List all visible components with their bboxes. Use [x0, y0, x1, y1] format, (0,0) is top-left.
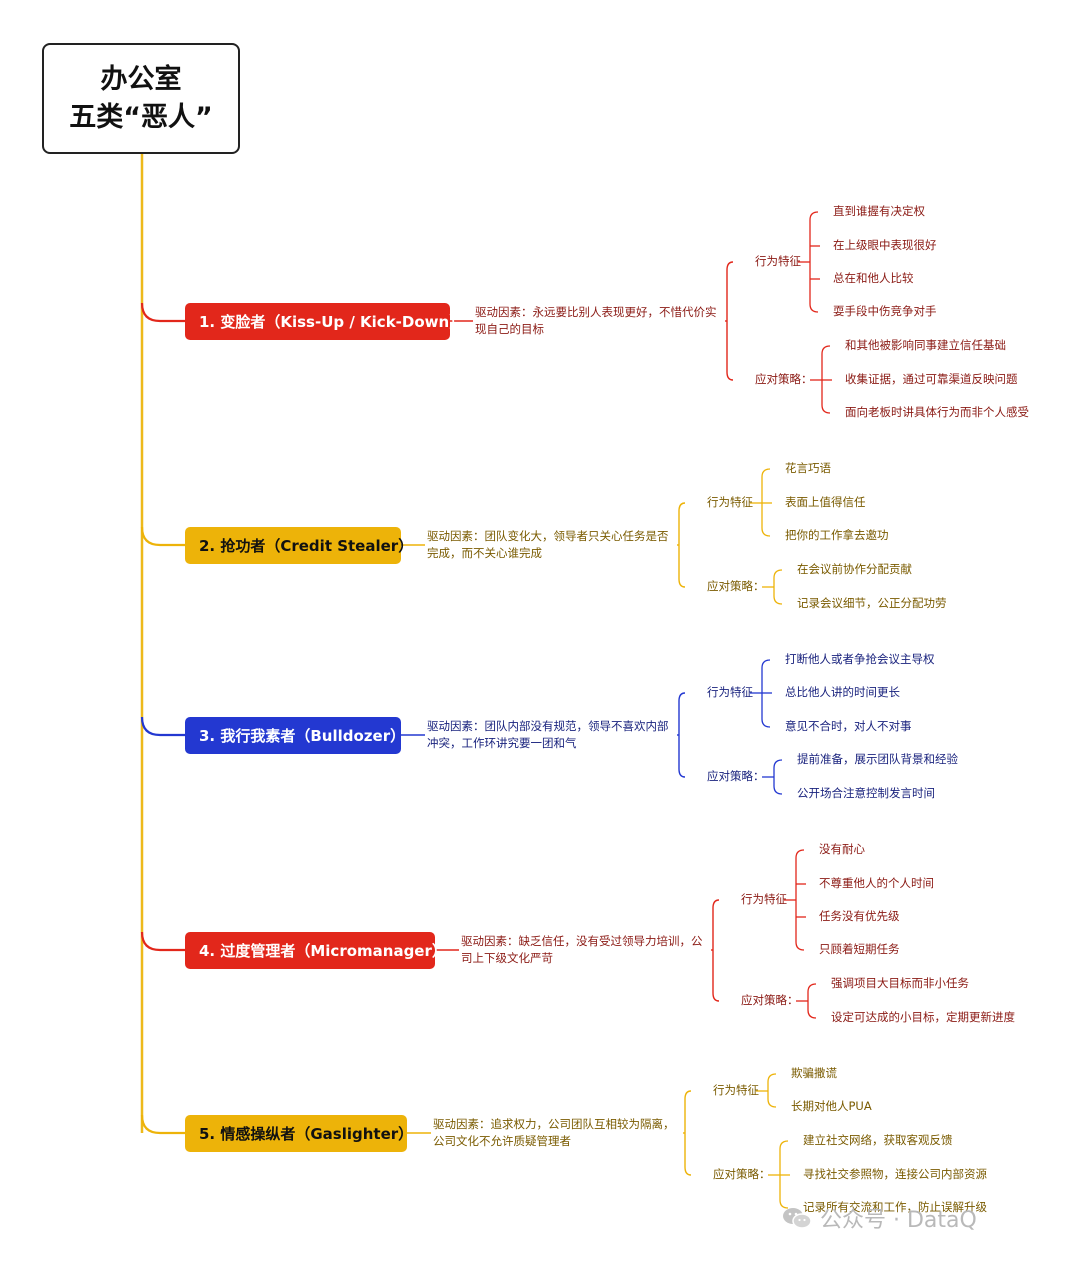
branch-bracket [678, 502, 686, 588]
behavior-item: 耍手段中伤竞争对手 [833, 304, 937, 318]
category-node: 2. 抢功者（Credit Stealer） [185, 527, 413, 564]
strategy-item: 公开场合注意控制发言时间 [797, 786, 935, 800]
strategy-label: 应对策略： [707, 769, 765, 783]
group-connector [140, 526, 186, 547]
strategy-item: 收集证据，通过可靠渠道反映问题 [845, 372, 1018, 386]
group-connector [140, 1114, 186, 1135]
strategy-label: 应对策略： [741, 993, 799, 1007]
behavior-bracket [795, 849, 805, 951]
driver-text: 驱动因素：追求权力，公司团队互相较为隔离，公司文化不允许质疑管理者 [433, 1117, 675, 1148]
behavior-label: 行为特征 [713, 1083, 759, 1097]
watermark-text: 公众号 · DataQ [820, 1208, 977, 1233]
root-title-line1: 办公室 [100, 63, 182, 95]
root-title-line2: 五类“恶人” [69, 101, 213, 133]
behavior-item: 直到谁握有决定权 [833, 204, 925, 218]
behavior-bracket [809, 211, 819, 313]
strategy-bracket [773, 569, 783, 605]
strategy-item: 建立社交网络，获取客观反馈 [803, 1133, 953, 1147]
behavior-item: 在上级眼中表现很好 [833, 238, 937, 252]
behavior-item: 不尊重他人的个人时间 [819, 876, 934, 890]
behavior-bracket [767, 1073, 777, 1108]
behavior-item: 打断他人或者争抢会议主导权 [785, 652, 935, 666]
strategy-item: 记录所有交流和工作，防止误解升级 [803, 1200, 987, 1214]
strategy-bracket [773, 759, 783, 795]
watermark: 公众号 · DataQ [782, 1202, 977, 1234]
behavior-item: 只顾着短期任务 [819, 942, 900, 956]
strategy-label: 应对策略： [755, 372, 813, 386]
category-node: 1. 变脸者（Kiss-Up / Kick-Down） [185, 303, 464, 340]
driver-text: 驱动因素：团队变化大，领导者只关心任务是否完成，而不关心谁完成 [427, 529, 669, 560]
behavior-item: 欺骗撒谎 [791, 1066, 837, 1080]
behavior-label: 行为特征 [755, 254, 801, 268]
strategy-label: 应对策略： [713, 1167, 771, 1181]
driver-text: 驱动因素：团队内部没有规范，领导不喜欢内部冲突，工作环讲究要一团和气 [427, 719, 669, 750]
behavior-label: 行为特征 [707, 685, 753, 699]
root-node: 办公室 五类“恶人” [42, 43, 240, 154]
strategy-item: 面向老板时讲具体行为而非个人感受 [845, 405, 1029, 419]
behavior-item: 总在和他人比较 [833, 271, 914, 285]
strategy-item: 强调项目大目标而非小任务 [831, 976, 969, 990]
behavior-item: 表面上值得信任 [785, 495, 866, 509]
group-connector [140, 716, 186, 737]
strategy-label: 应对策略： [707, 579, 765, 593]
branch-bracket [726, 261, 734, 381]
strategy-item: 记录会议细节，公正分配功劳 [797, 596, 947, 610]
behavior-item: 把你的工作拿去邀功 [785, 528, 889, 542]
wechat-icon [782, 1206, 812, 1230]
behavior-item: 花言巧语 [785, 461, 831, 475]
behavior-item: 没有耐心 [819, 842, 865, 856]
group-connector [140, 931, 186, 952]
behavior-label: 行为特征 [741, 892, 787, 906]
category-node: 3. 我行我素者（Bulldozer） [185, 717, 405, 754]
group-connector [140, 302, 186, 323]
behavior-item: 总比他人讲的时间更长 [785, 685, 900, 699]
branch-bracket [712, 899, 720, 1002]
behavior-item: 长期对他人PUA [791, 1099, 872, 1113]
strategy-item: 在会议前协作分配贡献 [797, 562, 912, 576]
branch-bracket [684, 1090, 692, 1176]
strategy-item: 和其他被影响同事建立信任基础 [845, 338, 1006, 352]
category-node: 5. 情感操纵者（Gaslighter） [185, 1115, 413, 1152]
strategy-bracket [807, 983, 817, 1019]
strategy-item: 提前准备，展示团队背景和经验 [797, 752, 958, 766]
behavior-item: 任务没有优先级 [819, 909, 900, 923]
strategy-item: 寻找社交参照物，连接公司内部资源 [803, 1167, 987, 1181]
behavior-label: 行为特征 [707, 495, 753, 509]
strategy-item: 设定可达成的小目标，定期更新进度 [831, 1010, 1015, 1024]
branch-bracket [678, 692, 686, 778]
driver-text: 驱动因素：永远要比别人表现更好，不惜代价实现自己的目标 [475, 305, 717, 336]
category-node: 4. 过度管理者（Micromanager） [185, 932, 447, 969]
behavior-item: 意见不合时，对人不对事 [785, 719, 912, 733]
driver-text: 驱动因素：缺乏信任，没有受过领导力培训，公司上下级文化严苛 [461, 934, 703, 965]
